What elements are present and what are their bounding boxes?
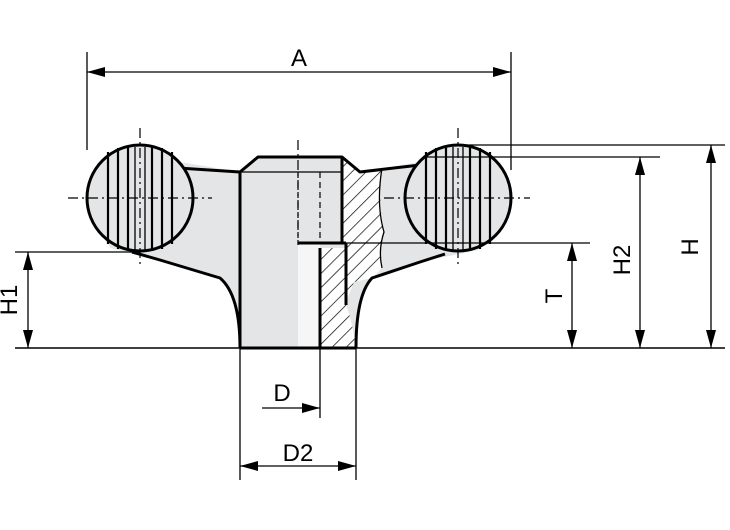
dimension-label-A: A (291, 45, 307, 72)
dimension-H: H (458, 144, 725, 348)
dimension-H2: H2 (425, 156, 660, 348)
dimension-label-T: T (541, 288, 568, 303)
dimension-D2: D2 (239, 348, 357, 480)
dimension-D: D (262, 348, 321, 418)
bore-outline (298, 241, 348, 348)
center-lines (68, 128, 530, 268)
section-break-line (378, 167, 385, 269)
dimension-label-H2: H2 (609, 245, 636, 276)
dimension-A: A (86, 45, 512, 170)
dimension-label-D: D (273, 380, 290, 407)
bore (298, 243, 320, 348)
section-hatch-upper (342, 157, 384, 302)
dimension-label-D2: D2 (283, 440, 314, 467)
section-hatch-lower (320, 248, 356, 348)
dimension-T: T (346, 242, 590, 348)
dimension-label-H1: H1 (0, 285, 23, 316)
dimension-H1: H1 (0, 251, 132, 348)
dimension-label-H: H (677, 238, 704, 255)
